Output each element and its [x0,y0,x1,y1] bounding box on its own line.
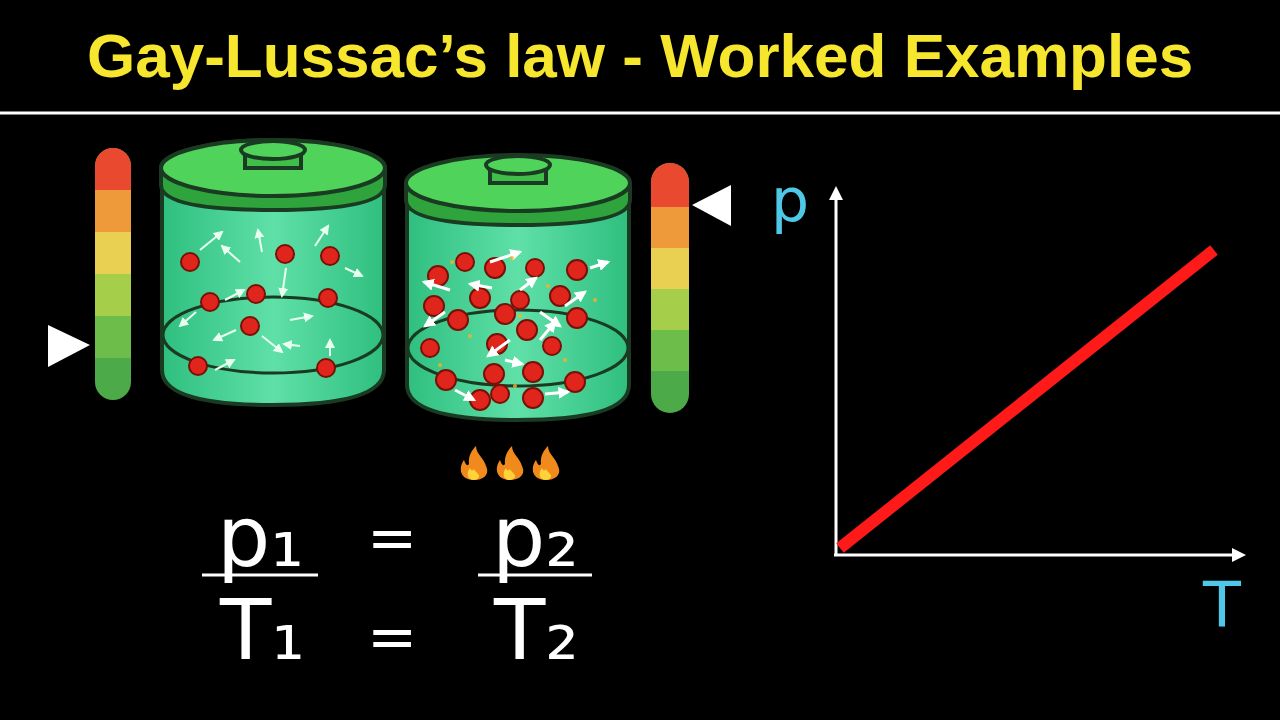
equation-term: p₁ [217,495,304,579]
gas-molecules [421,253,587,410]
title: Gay-Lussac’s law - Worked Examples [87,25,1193,87]
gas-molecules [181,245,339,377]
thermometer-scale [48,148,131,400]
motion-arrows [424,252,608,400]
thermometer-scale [651,163,731,413]
gas-container [161,140,385,405]
equation-term: p₂ [492,495,579,579]
motion-arrows [180,226,362,370]
pressure-temperature-line [840,250,1214,548]
equation-sign: = [367,606,417,666]
axis-label: p [771,170,809,230]
axis-label: T [1203,574,1241,636]
gas-container [406,155,630,420]
graph-axes [829,186,1246,562]
flame-icons [461,446,559,480]
title-rule [0,112,1280,115]
equation-term: T₂ [494,588,579,672]
equation-sign: = [367,507,417,567]
heat-sparks [438,256,597,388]
equation-term: T₁ [220,588,305,672]
